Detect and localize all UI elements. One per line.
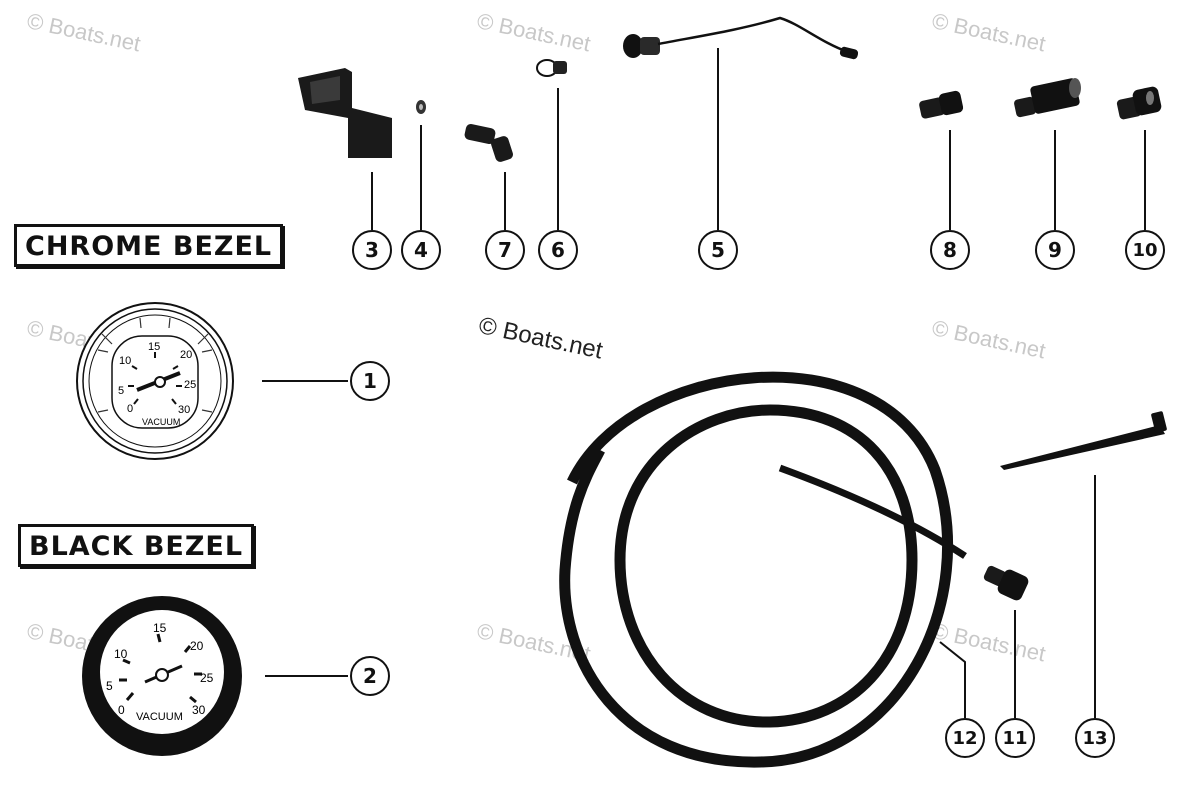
black-gauge-tick-20: 20: [190, 639, 204, 653]
chrome-bezel-label: CHROME BEZEL: [14, 224, 284, 267]
bulb-part-6: [536, 59, 567, 77]
chrome-gauge-tick-20: 20: [180, 349, 192, 361]
callout-10: 10: [1125, 230, 1165, 270]
black-gauge-label: VACUUM: [136, 711, 183, 723]
black-gauge-tick-0: 0: [118, 703, 125, 717]
chrome-gauge-tick-0: 0: [127, 403, 133, 415]
callout-5: 5: [698, 230, 738, 270]
nut-part-4: [416, 100, 426, 114]
chrome-bezel-vacuum-gauge: 0 5 10 15 20 25 30 VACUUM: [76, 302, 234, 460]
black-bezel-label: BLACK BEZEL: [18, 524, 255, 567]
chrome-gauge-tick-25: 25: [184, 379, 196, 391]
callout-1: 1: [350, 361, 390, 401]
rod-part-13: [1000, 411, 1167, 470]
black-gauge-tick-10: 10: [114, 647, 128, 661]
tee-fitting-part-9: [1014, 78, 1081, 118]
fitting-part-8: [919, 90, 964, 119]
callout-3: 3: [352, 230, 392, 270]
chrome-gauge-tick-30: 30: [178, 404, 190, 416]
elbow-fitting-part-7: [464, 123, 513, 162]
chrome-gauge-tick-15: 15: [148, 341, 160, 353]
callout-11: 11: [995, 718, 1035, 758]
black-gauge-tick-30: 30: [192, 703, 206, 717]
callout-12: 12: [945, 718, 985, 758]
black-gauge-tick-15: 15: [153, 621, 167, 635]
chrome-gauge-tick-10: 10: [119, 355, 131, 367]
chrome-gauge-tick-5: 5: [118, 385, 124, 397]
callout-8: 8: [930, 230, 970, 270]
black-bezel-vacuum-gauge: 0 5 10 15 20 25 30 VACUUM: [82, 596, 242, 756]
fitting-part-10: [1116, 86, 1162, 120]
callout-2: 2: [350, 656, 390, 696]
coiled-tubing-part-12: [559, 371, 967, 768]
fitting-part-11: [983, 565, 1029, 601]
chrome-gauge-label: VACUUM: [142, 417, 180, 427]
lamp-socket-part-5: [623, 16, 859, 60]
callout-6: 6: [538, 230, 578, 270]
callout-9: 9: [1035, 230, 1075, 270]
callout-7: 7: [485, 230, 525, 270]
black-gauge-tick-5: 5: [106, 679, 113, 693]
callout-4: 4: [401, 230, 441, 270]
black-gauge-tick-25: 25: [200, 671, 214, 685]
callout-13: 13: [1075, 718, 1115, 758]
leader-lines: [262, 48, 1146, 718]
bracket-part-3: [298, 68, 392, 158]
